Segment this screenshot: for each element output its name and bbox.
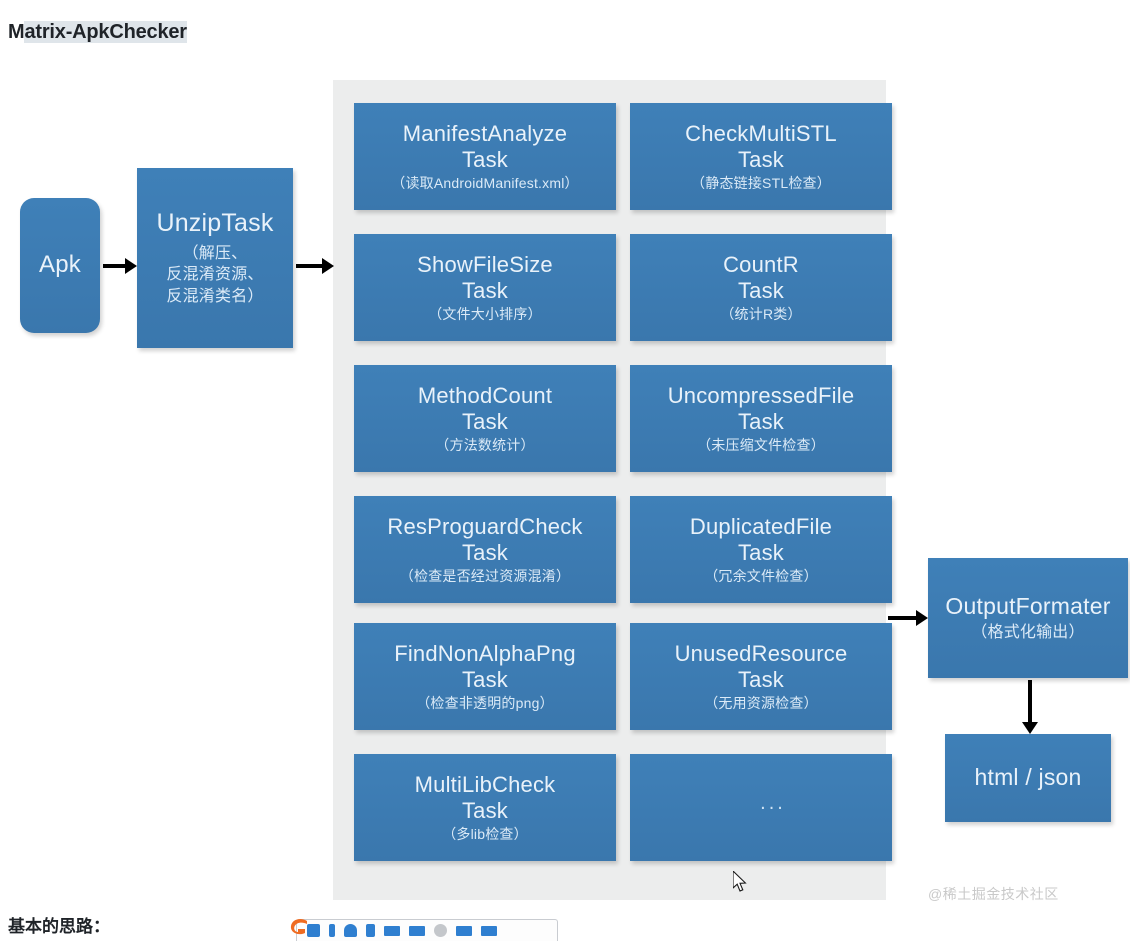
ime-menu-icon[interactable] — [481, 925, 497, 936]
task-sub: （检查非透明的png） — [416, 695, 554, 712]
task-sub: （多lib检查） — [442, 826, 528, 843]
ime-cloud-icon[interactable] — [344, 924, 357, 937]
ime-punctuation-icon[interactable] — [329, 924, 335, 937]
node-unzip-task[interactable]: UnzipTask （解压、反混淆资源、反混淆类名） — [137, 168, 293, 348]
ime-skin-icon[interactable] — [456, 925, 472, 936]
page-title-highlighted: atrix-ApkChecker — [24, 21, 187, 43]
node-apk-label: Apk — [39, 251, 81, 279]
page-title-prefix: M — [8, 21, 25, 43]
ellipsis-label: ... — [760, 792, 786, 815]
watermark: @稀土掘金技术社区 — [928, 886, 1059, 902]
task-sub: （检查是否经过资源混淆） — [399, 568, 571, 585]
ime-keyboard-layout-icon[interactable] — [409, 925, 425, 936]
mouse-cursor-icon — [732, 869, 749, 895]
task-sub: （无用资源检查） — [704, 695, 818, 712]
node-unzip-sub: （解压、反混淆资源、反混淆类名） — [166, 244, 264, 305]
ime-toolbox-icon[interactable] — [384, 925, 400, 936]
arrow-output-to-result-icon — [1022, 680, 1038, 734]
task-sub: （文件大小排序） — [428, 306, 542, 323]
node-result-html-json[interactable]: html / json — [945, 734, 1111, 822]
page-title: Matrix-ApkChecker — [8, 21, 187, 44]
architecture-diagram: Apk UnzipTask （解压、反混淆资源、反混淆类名） ManifestA… — [0, 60, 1130, 900]
task-sub: （统计R类） — [720, 306, 802, 323]
task-sub: （未压缩文件检查） — [697, 437, 825, 454]
node-output-title: OutputFormater — [945, 592, 1111, 619]
task-sub: （读取AndroidManifest.xml） — [391, 175, 579, 192]
node-output-formater[interactable]: OutputFormater （格式化输出） — [928, 558, 1128, 678]
node-apk[interactable]: Apk — [20, 198, 100, 333]
ime-person-icon[interactable] — [366, 924, 375, 937]
task-sub: （方法数统计） — [435, 437, 535, 454]
node-result-label: html / json — [974, 764, 1082, 791]
node-unzip-title: UnzipTask — [156, 208, 274, 237]
ime-emoji-icon[interactable] — [434, 924, 447, 937]
node-task-more[interactable]: ... — [630, 754, 892, 861]
ime-toolbar[interactable] — [296, 919, 558, 941]
arrow-apk-to-unzip-icon — [103, 258, 137, 274]
arrow-unzip-to-tasks-icon — [296, 258, 334, 274]
arrow-tasks-to-output-icon — [888, 610, 928, 626]
task-sub: （冗余文件检查） — [704, 568, 818, 585]
ime-logo-icon[interactable] — [287, 916, 313, 938]
task-sub: （静态链接STL检查） — [691, 175, 831, 192]
bottom-caption: 基本的思路： — [8, 917, 110, 936]
node-output-sub: （格式化输出） — [971, 624, 1085, 642]
